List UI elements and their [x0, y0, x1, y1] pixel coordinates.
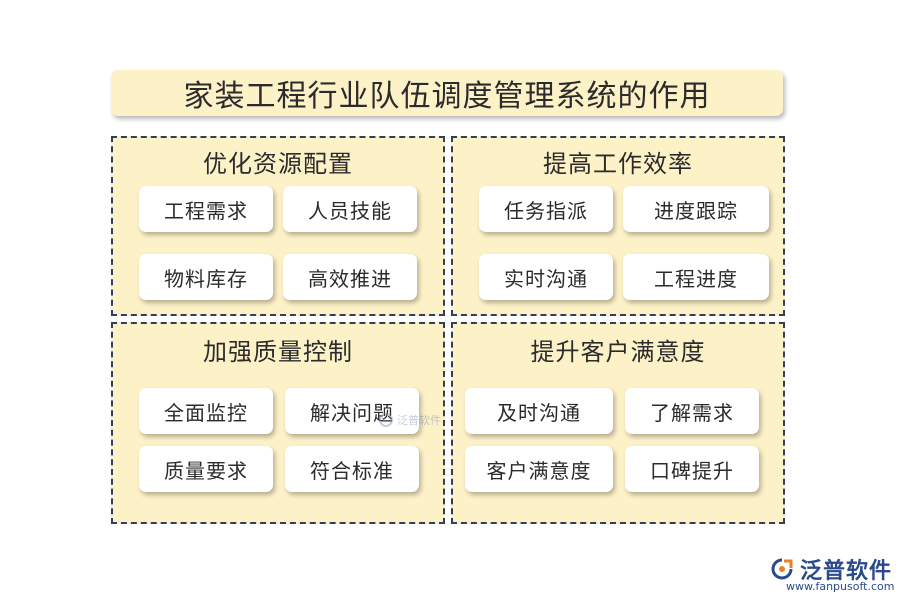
- item-box: 符合标准: [285, 446, 419, 492]
- item-box: 客户满意度: [465, 446, 613, 492]
- item-box: 物料库存: [139, 254, 273, 300]
- item-box: 人员技能: [283, 186, 417, 232]
- panel-title: 提升客户满意度: [530, 338, 706, 366]
- panel-customer-satisfaction: 提升客户满意度 及时沟通 了解需求 客户满意度 口碑提升: [451, 322, 785, 524]
- item-box: 高效推进: [283, 254, 417, 300]
- panel-optimize-resources: 优化资源配置 工程需求 人员技能 物料库存 高效推进: [111, 136, 445, 316]
- watermark-logo-icon: [379, 413, 393, 427]
- item-box: 质量要求: [139, 446, 273, 492]
- item-box: 进度跟踪: [623, 186, 769, 232]
- watermark-text: 泛普软件: [397, 414, 441, 427]
- item-box: 实时沟通: [479, 254, 613, 300]
- brand-logo: 泛普软件: [770, 553, 892, 585]
- brand-logo-icon: [771, 558, 793, 580]
- panel-quality-control: 加强质量控制 全面监控 解决问题 质量要求 符合标准: [111, 322, 445, 524]
- panel-title: 提高工作效率: [543, 150, 693, 178]
- item-box: 了解需求: [625, 388, 759, 434]
- diagram-title: 家装工程行业队伍调度管理系统的作用: [111, 70, 783, 116]
- panel-improve-efficiency: 提高工作效率 任务指派 进度跟踪 实时沟通 工程进度: [451, 136, 785, 316]
- item-box: 任务指派: [479, 186, 613, 232]
- brand-name: 泛普软件: [800, 559, 893, 584]
- item-box: 工程进度: [623, 254, 769, 300]
- item-box: 口碑提升: [625, 446, 759, 492]
- panel-title: 优化资源配置: [203, 150, 353, 178]
- brand-url: www.fanpusoft.com: [786, 580, 895, 593]
- item-box: 及时沟通: [465, 388, 613, 434]
- item-box: 全面监控: [139, 388, 273, 434]
- watermark: 泛普软件: [378, 412, 441, 428]
- panel-title: 加强质量控制: [203, 338, 353, 366]
- item-box: 解决问题: [285, 388, 419, 434]
- item-box: 工程需求: [139, 186, 273, 232]
